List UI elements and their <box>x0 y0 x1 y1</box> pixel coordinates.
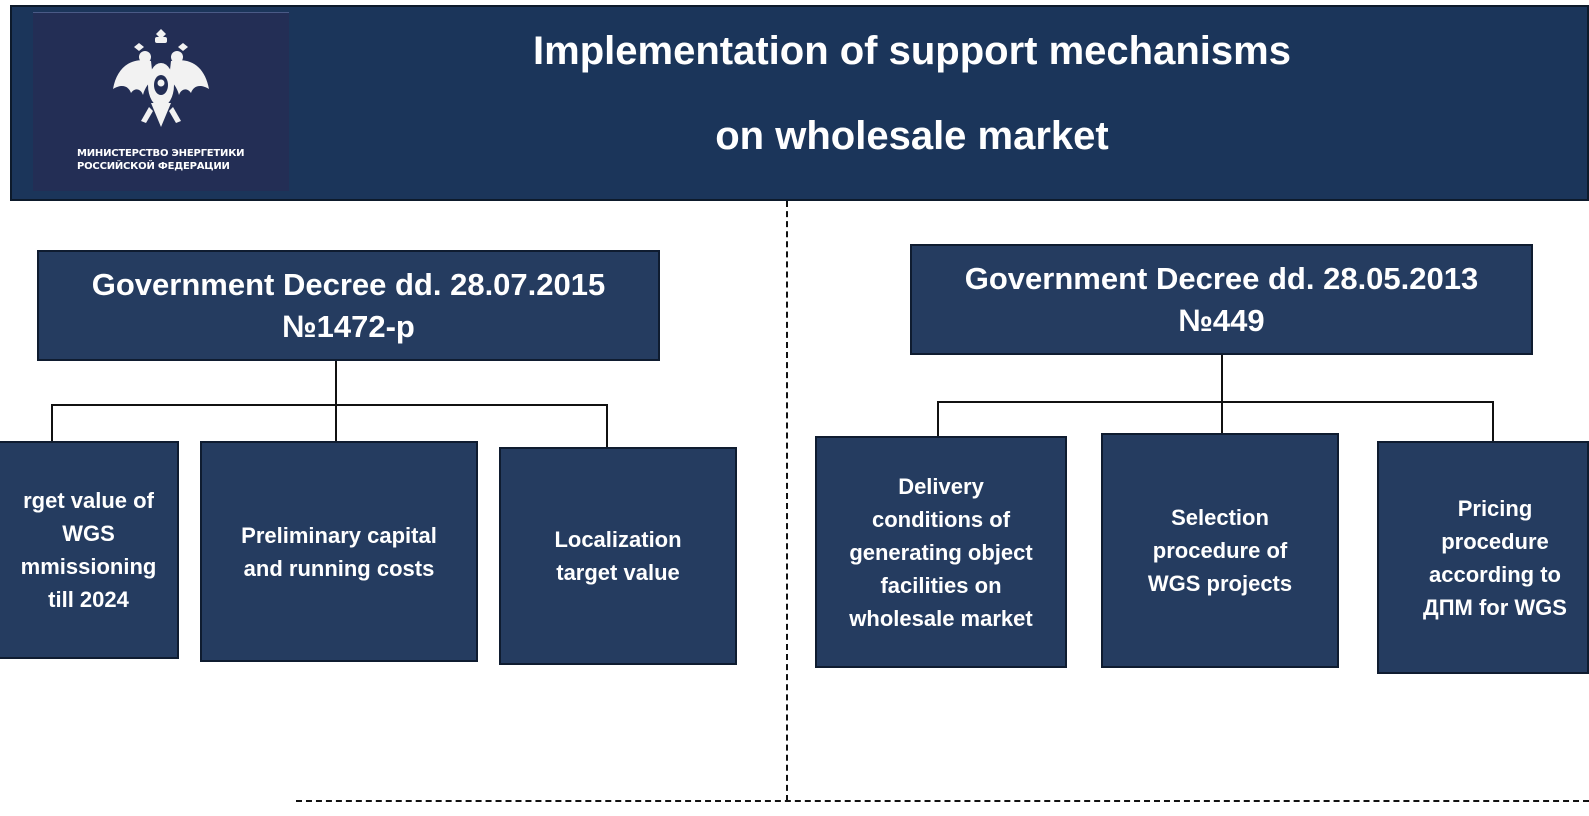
connector-left-drop-1 <box>51 404 53 442</box>
decree-box-right: Government Decree dd. 28.05.2013 №449 <box>910 244 1533 355</box>
item-box-delivery-conditions: Delivery conditions of generating object… <box>815 436 1067 668</box>
item-line: rget value of <box>23 488 154 513</box>
connector-left-trunk <box>335 360 337 442</box>
item-line: procedure of <box>1152 538 1288 563</box>
item-line: Pricing <box>1457 495 1533 521</box>
item-line: ДПМ for WGS <box>1423 594 1567 620</box>
item-line: procedure <box>1441 528 1549 554</box>
title-line-2: on wholesale market <box>715 114 1109 158</box>
ministry-logo: МИНИСТЕРСТВО ЭНЕРГЕТИКИ РОССИЙСКОЙ ФЕДЕР… <box>33 12 289 191</box>
item-line: generating object <box>849 539 1033 565</box>
item-line: Delivery <box>898 473 984 499</box>
item-line: WGS projects <box>1147 571 1293 596</box>
item-line: target value <box>556 560 680 585</box>
item-line: Preliminary capital <box>241 522 437 548</box>
item-line: conditions of <box>871 506 1011 532</box>
connector-left-bus <box>51 404 608 406</box>
vertical-dashed-divider <box>786 201 788 801</box>
item-box-pricing-procedure: Pricing procedure according to ДПМ for W… <box>1377 441 1589 674</box>
connector-right-bus <box>937 401 1494 403</box>
connector-right-drop-3 <box>1492 401 1494 442</box>
item-line: Selection <box>1171 505 1269 530</box>
item-line: and running costs <box>243 555 435 581</box>
connector-right-drop-1 <box>937 401 939 437</box>
decree-right-line1: Government Decree dd. 28.05.2013 <box>964 260 1479 296</box>
title-line-1: Implementation of support mechanisms <box>533 29 1291 73</box>
item-line: according to <box>1428 561 1561 587</box>
decree-left-line2: №1472-р <box>282 308 415 344</box>
item-box-localization-target: Localization target value <box>499 447 737 665</box>
item-line: wholesale market <box>849 605 1033 631</box>
item-line: till 2024 <box>48 587 129 612</box>
decree-box-left: Government Decree dd. 28.07.2015 №1472-р <box>37 250 660 361</box>
item-line: WGS <box>62 521 115 546</box>
item-box-target-value-wgs: rget value of WGS mmissioning till 2024 <box>0 441 179 659</box>
logo-text-line2: РОССИЙСКОЙ ФЕДЕРАЦИИ <box>77 161 230 172</box>
item-line: mmissioning <box>20 554 157 579</box>
connector-left-drop-3 <box>606 404 608 448</box>
horizontal-dashed-divider <box>296 800 1589 802</box>
decree-right-line2: №449 <box>1178 302 1265 338</box>
item-box-selection-procedure: Selection procedure of WGS projects <box>1101 433 1339 668</box>
item-line: facilities on <box>880 572 1002 598</box>
ministry-logo-text: МИНИСТЕРСТВО ЭНЕРГЕТИКИ РОССИЙСКОЙ ФЕДЕР… <box>33 147 289 173</box>
item-line: Localization <box>554 527 682 552</box>
logo-text-line1: МИНИСТЕРСТВО ЭНЕРГЕТИКИ <box>77 148 245 159</box>
decree-left-line1: Government Decree dd. 28.07.2015 <box>91 266 606 302</box>
item-box-preliminary-costs: Preliminary capital and running costs <box>200 441 478 662</box>
connector-right-trunk <box>1221 355 1223 439</box>
header-banner: МИНИСТЕРСТВО ЭНЕРГЕТИКИ РОССИЙСКОЙ ФЕДЕР… <box>10 5 1589 201</box>
double-headed-eagle-emblem-icon <box>113 29 209 127</box>
